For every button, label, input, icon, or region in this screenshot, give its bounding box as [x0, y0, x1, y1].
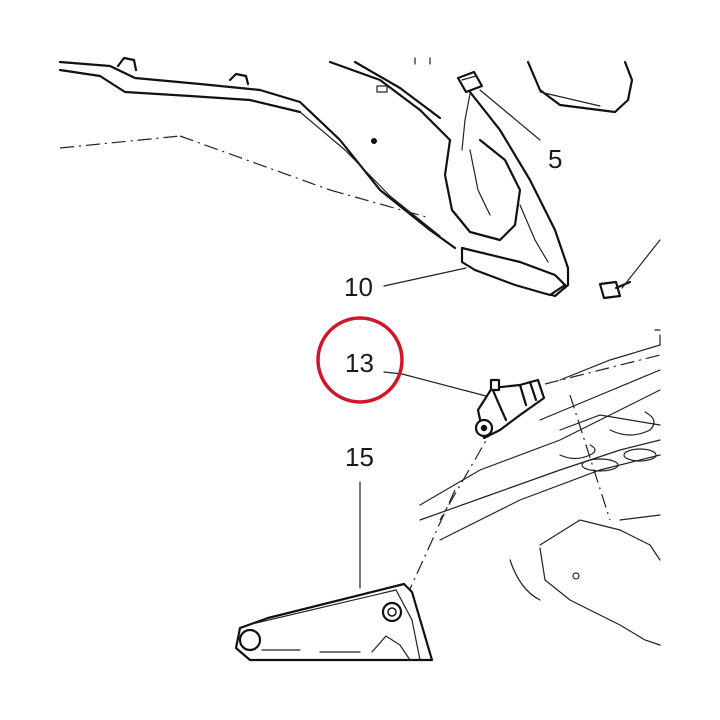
- clip-part-5: [456, 70, 484, 151]
- bracket-plate-part-15: [234, 582, 434, 662]
- fairing-panel: [58, 56, 570, 298]
- lower-frame-panel: [419, 329, 661, 646]
- leader-line-10: [383, 267, 467, 287]
- leader-line-13b: [401, 373, 487, 397]
- part-number-10: 10: [344, 272, 373, 302]
- sensor-part-13: [474, 378, 546, 440]
- part-number-13: 13: [345, 348, 374, 378]
- screw: [598, 239, 661, 300]
- part-number-15: 15: [345, 442, 374, 472]
- windscreen-corner: [526, 60, 634, 114]
- leader-line-5: [479, 89, 541, 141]
- highlight-circle: [316, 316, 404, 404]
- part-number-5: 5: [548, 144, 562, 174]
